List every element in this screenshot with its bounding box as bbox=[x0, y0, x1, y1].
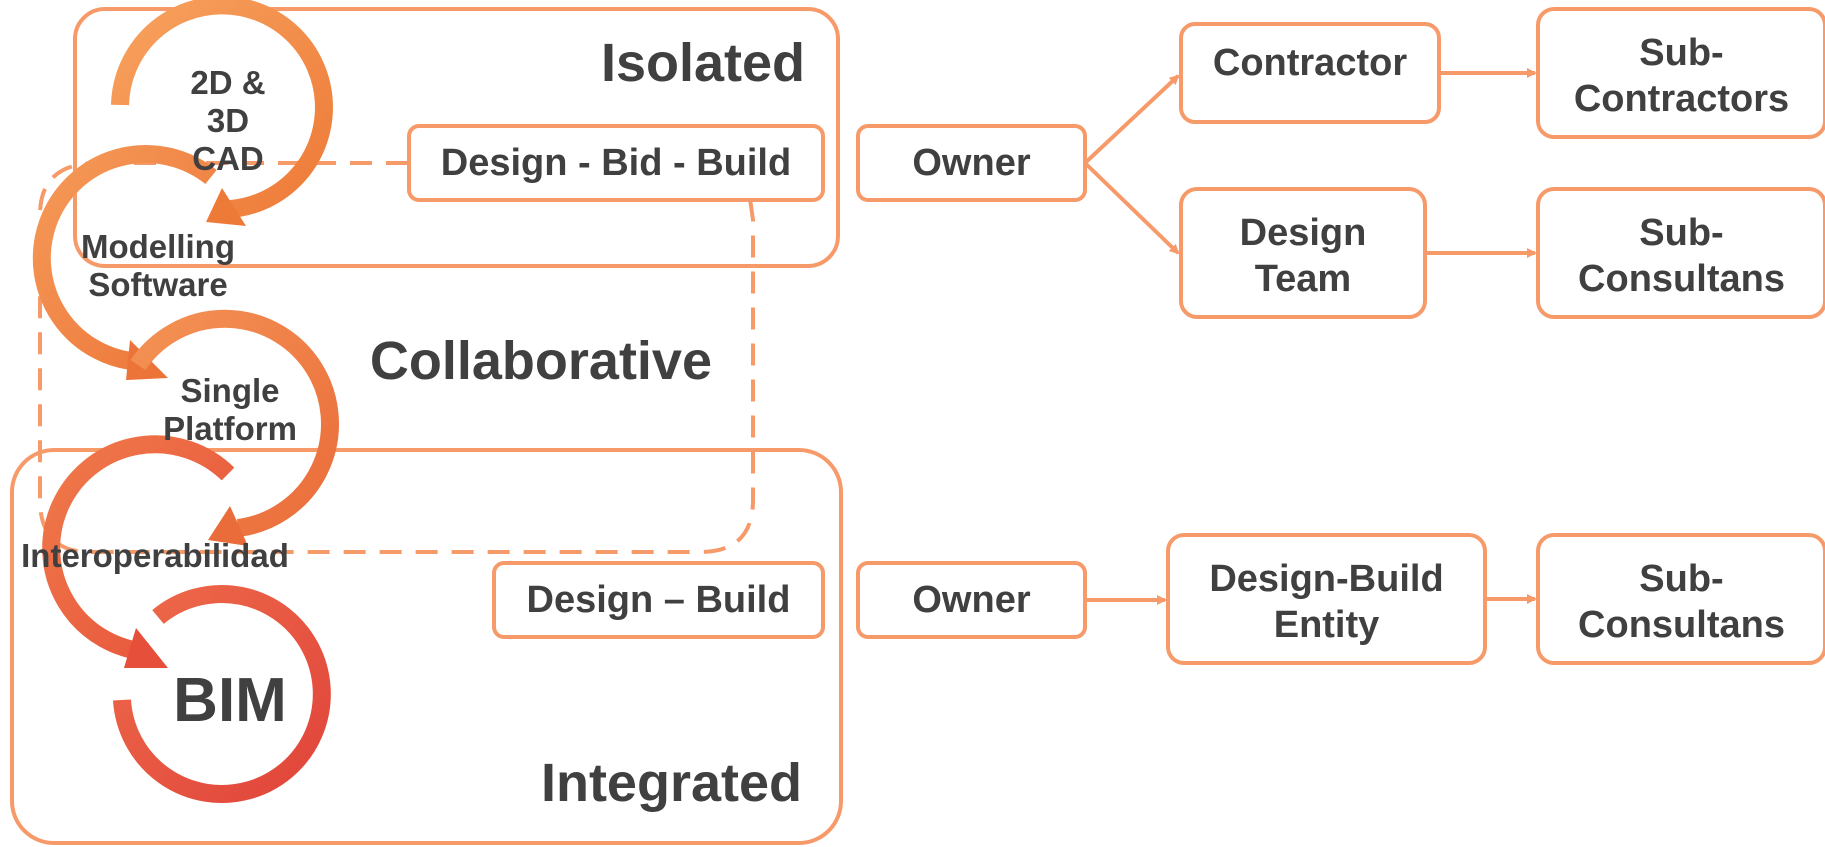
arrowhead-cad bbox=[206, 188, 246, 226]
cycle-label-modelling: Modelling Software bbox=[81, 228, 235, 303]
cycle-label-interop: Interoperabilidad bbox=[21, 537, 289, 574]
db-entity-label: Design-Build Entity bbox=[1209, 558, 1444, 646]
contractor-label: Contractor bbox=[1212, 42, 1408, 84]
arc-modelling bbox=[32, 145, 217, 371]
arrowhead-interop bbox=[124, 628, 168, 668]
integrated-title: Integrated bbox=[540, 753, 802, 813]
db-subconsultants-label: Sub-Consultans bbox=[1578, 558, 1785, 646]
db-owner-label: Owner bbox=[912, 579, 1031, 621]
collaborative-region bbox=[38, 161, 755, 554]
integrated-region bbox=[10, 448, 843, 845]
cycle-arrows bbox=[32, 0, 339, 803]
arc-interop bbox=[42, 435, 235, 661]
dbb-subconsultants-box bbox=[1536, 187, 1825, 319]
db-box bbox=[492, 561, 825, 639]
cycle-label-bim: BIM bbox=[173, 666, 287, 735]
cycle-label-platform: Single Platform bbox=[163, 372, 297, 447]
design-team-label: Design Team bbox=[1239, 212, 1367, 300]
arc-bim bbox=[113, 585, 331, 803]
cycle-label-cad: 2D & 3D CAD bbox=[190, 64, 266, 177]
db-label: Design – Build bbox=[526, 579, 791, 621]
arc-cad bbox=[111, 0, 333, 218]
arc-platform bbox=[130, 309, 339, 537]
owner-contractor-arrow bbox=[1083, 74, 1180, 165]
owner-design-team-arrow bbox=[1083, 161, 1180, 255]
dbb-owner-label: Owner bbox=[912, 142, 1031, 184]
dbb-box bbox=[407, 124, 825, 202]
dbb-label: Design - Bid - Build bbox=[440, 142, 792, 184]
arrowhead-platform bbox=[208, 506, 248, 546]
db-subconsultants-box bbox=[1536, 533, 1825, 665]
subcontractors-label: Sub-Contractors bbox=[1573, 32, 1790, 120]
isolated-title: Isolated bbox=[600, 33, 805, 93]
collaborative-title: Collaborative bbox=[369, 331, 712, 391]
dbb-subconsultants-label: Sub-Consultans bbox=[1578, 212, 1785, 300]
isolated-region bbox=[73, 7, 840, 268]
subcontractors-box bbox=[1536, 7, 1825, 139]
